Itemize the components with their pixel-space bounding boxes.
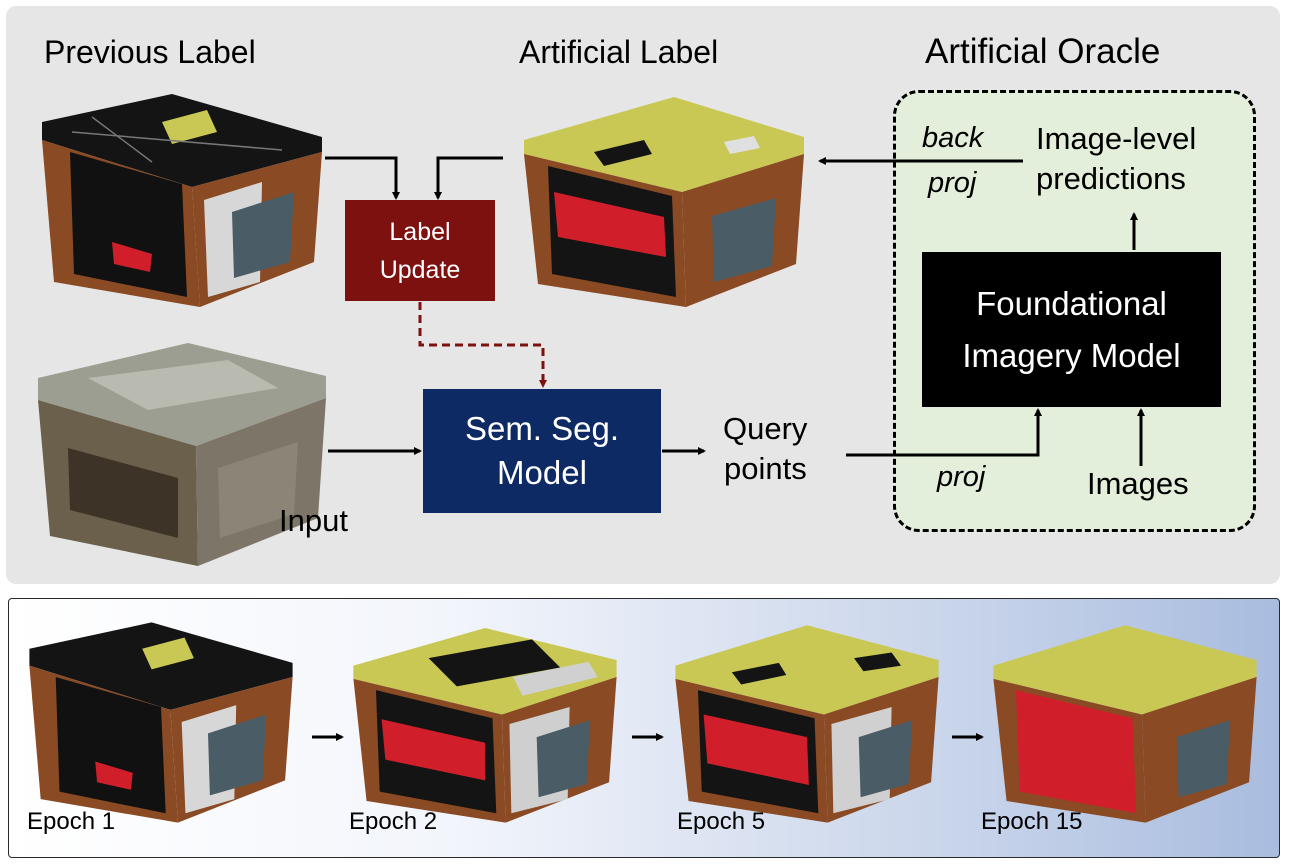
arrow-previous-to-update <box>325 156 400 200</box>
epoch-5-label: Epoch 5 <box>677 808 766 835</box>
label-update-text-line2: Update <box>379 255 461 284</box>
epoch-5-building <box>675 625 939 823</box>
sem-seg-text-line1: Sem. Seg. <box>464 410 620 447</box>
epoch-2-label: Epoch 2 <box>349 808 438 835</box>
query-points-line2: points <box>724 451 807 486</box>
back-proj-line2: proj <box>928 167 977 199</box>
label-update-text-line1: Label <box>389 217 451 246</box>
epoch-2-building <box>353 628 617 823</box>
foundational-text-line1: Foundational <box>976 284 1167 322</box>
image-level-predictions-line2: predictions <box>1036 161 1186 196</box>
previous-label-title: Previous Label <box>44 34 256 70</box>
query-points-line1: Query <box>723 411 808 446</box>
epoch-15-building <box>993 625 1257 823</box>
arrow-query-to-model <box>846 408 1042 457</box>
epoch-15-label: Epoch 15 <box>981 808 1083 835</box>
label-update-box: Label Update <box>345 200 495 301</box>
proj-label: proj <box>937 461 986 493</box>
foundational-imagery-model-box: Foundational Imagery Model <box>922 252 1221 407</box>
images-label: Images <box>1087 466 1189 501</box>
artificial-label-title: Artificial Label <box>519 34 719 70</box>
epoch-1-label: Epoch 1 <box>27 808 116 835</box>
arrow-artificial-to-update <box>434 156 503 200</box>
epoch-1-building <box>29 622 293 823</box>
image-level-predictions-line1: Image-level <box>1036 121 1197 156</box>
artificial-oracle-title: Artificial Oracle <box>925 32 1161 71</box>
arrow-update-to-semseg <box>418 302 547 388</box>
foundational-text-line2: Imagery Model <box>962 336 1181 374</box>
sem-seg-text-line2: Model <box>497 454 587 491</box>
back-proj-line1: back <box>922 122 984 154</box>
input-label: Input <box>279 503 348 538</box>
input-building <box>38 343 326 566</box>
sem-seg-model-box: Sem. Seg. Model <box>423 389 661 513</box>
artificial-label-building <box>524 97 804 307</box>
previous-label-building <box>42 94 322 307</box>
